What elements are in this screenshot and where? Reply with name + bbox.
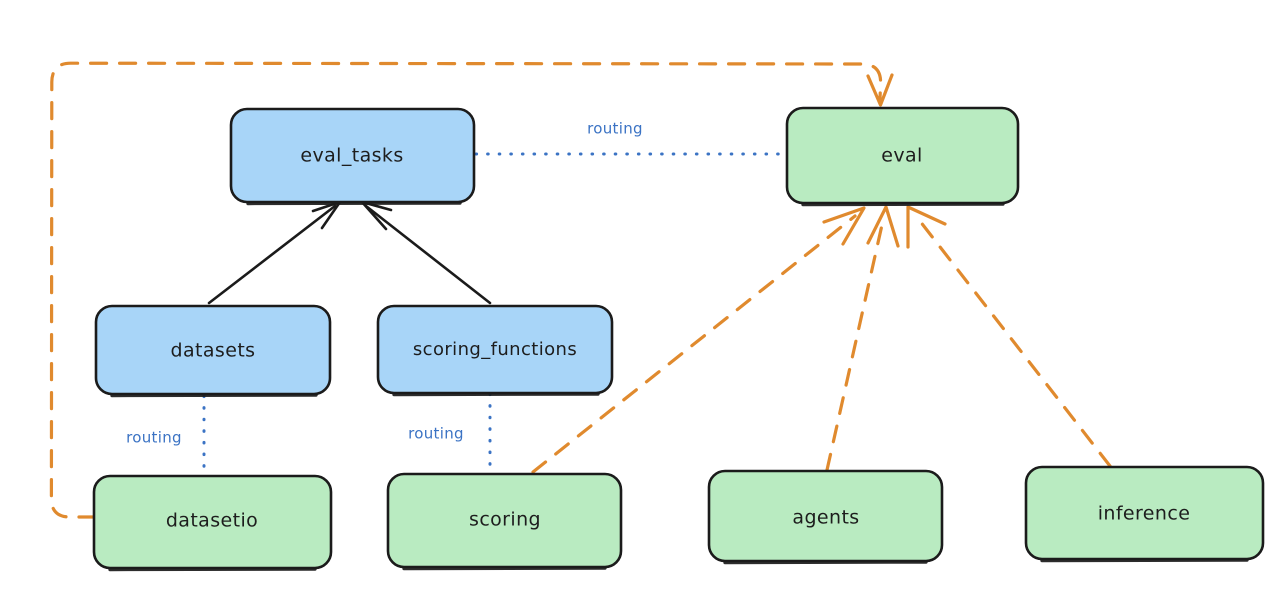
edge-scoring-functions-to-eval-tasks-line [364, 204, 492, 305]
edge-datasets-to-eval-tasks [207, 200, 342, 305]
node-eval-tasks-box[interactable] [229, 107, 476, 204]
node-datasets-label: datasets [171, 340, 256, 362]
edge-inference-to-eval-arrowhead [906, 205, 947, 249]
node-eval-tasks[interactable]: eval_tasks [229, 107, 476, 206]
node-datasetio[interactable]: datasetio [92, 474, 333, 572]
node-eval-label: eval [881, 145, 922, 167]
node-agents-box[interactable] [707, 469, 944, 563]
node-scoring[interactable]: scoring [386, 472, 623, 571]
edge-inference-to-eval-line [914, 214, 1112, 468]
node-scoring-functions-label: scoring_functions [413, 339, 577, 360]
edge-datasetio-to-eval-arrowhead [866, 73, 894, 107]
node-agents-label: agents [792, 507, 859, 529]
node-datasets[interactable]: datasets [94, 304, 332, 398]
edge-datasets-to-eval-tasks-line [207, 204, 337, 305]
edge-inference-to-eval [906, 205, 1112, 468]
node-scoring-box[interactable] [386, 472, 623, 569]
edge-label-routing-scoring-functions-scoring: routing [408, 425, 464, 443]
edge-datasets-to-eval-tasks-arrowhead [311, 200, 342, 230]
edge-label-routing-eval-tasks-eval: routing [587, 120, 643, 138]
node-datasets-box[interactable] [94, 304, 332, 396]
node-scoring-label: scoring [469, 509, 541, 531]
edge-scoring-to-eval-line [531, 214, 857, 474]
edge-scoring-functions-to-eval-tasks [360, 200, 492, 305]
node-eval[interactable]: eval [785, 106, 1020, 207]
edge-label-routing-datasets-datasetio: routing [126, 429, 182, 447]
edge-datasetio-to-eval-line [49, 61, 883, 519]
node-eval-tasks-label: eval_tasks [300, 145, 403, 167]
node-inference[interactable]: inference [1024, 465, 1265, 563]
edge-agents-to-eval-arrowhead [866, 205, 900, 248]
node-datasetio-box[interactable] [92, 474, 333, 570]
node-agents[interactable]: agents [707, 469, 944, 565]
edge-agents-to-eval-line [825, 214, 886, 472]
edge-agents-to-eval [825, 205, 900, 472]
node-scoring-functions[interactable]: scoring_functions [376, 304, 614, 397]
node-eval-box[interactable] [785, 106, 1020, 205]
node-scoring-functions-box[interactable] [376, 304, 614, 395]
edge-scoring-to-eval-arrowhead [822, 206, 866, 246]
node-inference-box[interactable] [1024, 465, 1265, 561]
edge-datasetio-to-eval [49, 61, 894, 519]
edge-scoring-to-eval [531, 206, 866, 474]
node-inference-label: inference [1098, 503, 1191, 525]
node-datasetio-label: datasetio [166, 510, 258, 532]
